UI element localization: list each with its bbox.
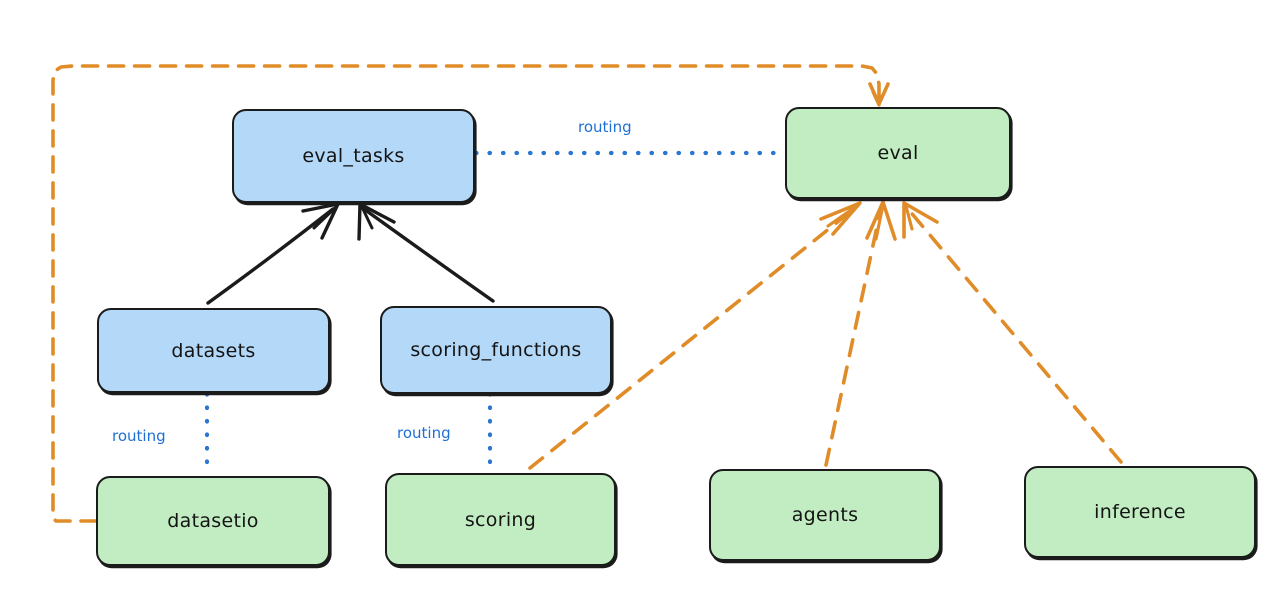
node-datasets[interactable]: datasets — [97, 308, 330, 393]
node-inference[interactable]: inference — [1024, 466, 1256, 558]
node-label-datasets: datasets — [171, 339, 256, 362]
node-eval-tasks[interactable]: eval_tasks — [232, 109, 475, 203]
edge-label-routing-middle: routing — [397, 424, 451, 442]
node-label-inference: inference — [1094, 501, 1186, 523]
node-datasetio[interactable]: datasetio — [96, 476, 330, 566]
node-label-scoring: scoring — [464, 508, 537, 531]
edge-inference-to-eval — [902, 201, 1123, 464]
node-scoring-functions[interactable]: scoring_functions — [380, 306, 612, 394]
node-label-scoring-functions: scoring_functions — [410, 339, 582, 361]
edge-scoring_functions-to-eval_tasks — [357, 202, 495, 303]
edge-label-routing-left: routing — [112, 427, 166, 445]
edge-datasets-to-eval_tasks — [206, 202, 340, 305]
node-label-eval: eval — [877, 142, 919, 164]
node-scoring[interactable]: scoring — [385, 473, 616, 566]
node-agents[interactable]: agents — [709, 469, 941, 561]
node-label-datasetio: datasetio — [167, 510, 259, 532]
edge-agents-to-eval — [824, 200, 897, 467]
node-eval[interactable]: eval — [785, 107, 1011, 199]
edge-label-routing-top: routing — [578, 118, 632, 136]
node-label-eval-tasks: eval_tasks — [302, 145, 405, 167]
node-label-agents: agents — [791, 504, 859, 526]
